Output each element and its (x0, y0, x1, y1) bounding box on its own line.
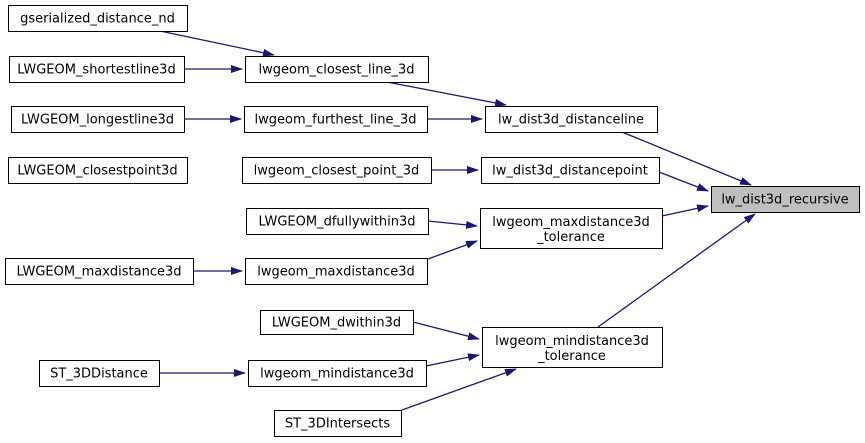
node-label: gserialized_distance_nd (20, 12, 175, 27)
graph-edge-gserialized_distance_nd--lwgeom_closest_line_3d (159, 30, 275, 57)
graph-node-lwgeom_furthest_line_3d[interactable]: lwgeom_furthest_line_3d (244, 106, 428, 133)
graph-node-LWGEOM_closestpoint3d[interactable]: LWGEOM_closestpoint3d (8, 157, 188, 184)
node-box (248, 360, 427, 387)
node-box (481, 157, 660, 184)
graph-node-lw_dist3d_distancepoint[interactable]: lw_dist3d_distancepoint (481, 157, 660, 184)
graph-node-lw_dist3d_recursive: lw_dist3d_recursive (711, 186, 860, 213)
graph-node-LWGEOM_dwithin3d[interactable]: LWGEOM_dwithin3d (260, 310, 414, 335)
graph-node-lwgeom_maxdistance3d_tolerance[interactable]: lwgeom_maxdistance3d_tolerance (480, 208, 663, 249)
graph-node-lwgeom_mindistance3d_tolerance[interactable]: lwgeom_mindistance3d_tolerance (482, 327, 663, 368)
graph-node-lwgeom_mindistance3d[interactable]: lwgeom_mindistance3d (248, 360, 427, 387)
graph-edge-lw_dist3d_distancepoint--lw_dist3d_recursive (658, 171, 709, 192)
node-label: _tolerance (536, 230, 605, 245)
node-label: LWGEOM_shortestline3d (17, 63, 175, 78)
node-box (242, 157, 432, 184)
node-label: lwgeom_mindistance3d (260, 367, 414, 382)
node-box (11, 106, 185, 133)
graph-node-lwgeom_maxdistance3d[interactable]: lwgeom_maxdistance3d (245, 258, 428, 285)
graph-node-lwgeom_closest_point_3d[interactable]: lwgeom_closest_point_3d (242, 157, 432, 184)
node-label: _tolerance (537, 349, 606, 364)
node-box (5, 258, 194, 285)
graph-edge-lwgeom_mindistance3d_tolerance--lw_dist3d_recursive (597, 213, 756, 328)
node-label: lwgeom_furthest_line_3d (255, 113, 417, 128)
node-box (246, 208, 429, 235)
graph-edge-lw_dist3d_distanceline--lw_dist3d_recursive (621, 131, 752, 186)
node-label: lw_dist3d_recursive (721, 193, 848, 208)
node-box (244, 106, 428, 133)
graph-node-LWGEOM_longestline3d[interactable]: LWGEOM_longestline3d (11, 106, 185, 133)
node-box (8, 157, 188, 184)
graph-edge-lwgeom_closest_line_3d--lw_dist3d_distanceline (386, 81, 507, 107)
graph-edge-LWGEOM_dwithin3d--lwgeom_mindistance3d_tolerance (412, 321, 480, 341)
graph-node-ST_3DDistance[interactable]: ST_3DDistance (39, 360, 160, 387)
node-label: lwgeom_maxdistance3d (492, 215, 650, 230)
node-label: LWGEOM_closestpoint3d (17, 164, 177, 179)
node-label: LWGEOM_longestline3d (21, 113, 174, 128)
graph-node-LWGEOM_shortestline3d[interactable]: LWGEOM_shortestline3d (9, 56, 185, 83)
graph-edge-lwgeom_mindistance3d--lwgeom_mindistance3d_tolerance (425, 353, 480, 367)
node-label: ST_3DDistance (50, 367, 148, 382)
graph-node-ST_3DIntersects[interactable]: ST_3DIntersects (274, 410, 402, 437)
graph-node-lwgeom_closest_line_3d[interactable]: lwgeom_closest_line_3d (245, 56, 429, 83)
node-box (274, 410, 402, 437)
node-box (482, 327, 663, 368)
node-box (9, 56, 185, 83)
graph-edge-LWGEOM_dfullywithin3d--lwgeom_maxdistance3d_tolerance (427, 220, 478, 229)
graph-node-LWGEOM_maxdistance3d[interactable]: LWGEOM_maxdistance3d (5, 258, 194, 285)
graph-edge-ST_3DIntersects--lwgeom_mindistance3d_tolerance (401, 368, 517, 411)
node-box (245, 258, 428, 285)
node-box (260, 310, 414, 335)
node-box (245, 56, 429, 83)
node-label: lwgeom_mindistance3d (495, 334, 649, 349)
node-label: lw_dist3d_distancepoint (492, 164, 648, 179)
graph-node-lw_dist3d_distanceline[interactable]: lw_dist3d_distanceline (485, 106, 658, 133)
graph-edge-lwgeom_maxdistance3d_tolerance--lw_dist3d_recursive (661, 204, 709, 217)
node-label: lw_dist3d_distanceline (498, 113, 644, 128)
node-box (711, 186, 860, 213)
node-label: LWGEOM_maxdistance3d (16, 265, 181, 280)
graph-edge-lwgeom_maxdistance3d--lwgeom_maxdistance3d_tolerance (427, 240, 478, 260)
node-box (485, 106, 658, 133)
graph-node-gserialized_distance_nd[interactable]: gserialized_distance_nd (8, 5, 188, 32)
node-label: LWGEOM_dwithin3d (272, 316, 401, 331)
graph-node-LWGEOM_dfullywithin3d[interactable]: LWGEOM_dfullywithin3d (246, 208, 429, 235)
node-label: ST_3DIntersects (285, 417, 391, 432)
node-label: lwgeom_closest_line_3d (259, 63, 415, 78)
node-label: LWGEOM_dfullywithin3d (258, 215, 415, 230)
node-label: lwgeom_closest_point_3d (254, 164, 420, 179)
node-label: lwgeom_maxdistance3d (257, 265, 415, 280)
node-box (480, 208, 663, 249)
node-box (39, 360, 160, 387)
node-box (8, 5, 188, 32)
